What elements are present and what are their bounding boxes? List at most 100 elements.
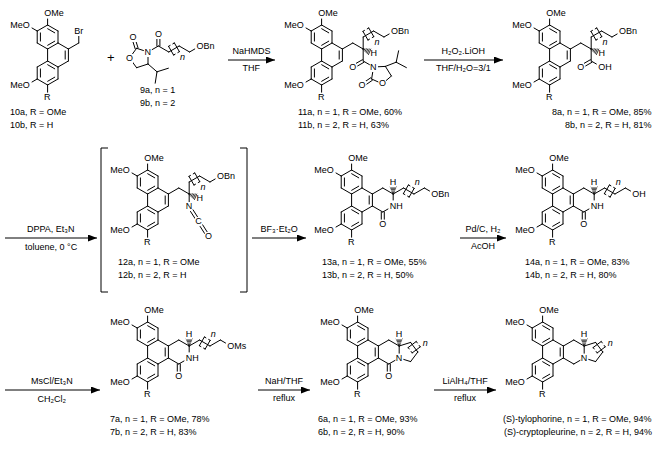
bond-line <box>147 194 148 206</box>
bond-line <box>158 212 159 224</box>
bond-line <box>567 51 568 59</box>
bond-line <box>574 360 580 364</box>
bond-line <box>174 54 176 56</box>
bond-line <box>137 376 147 382</box>
bond-line <box>369 28 374 37</box>
bond-line <box>358 62 364 66</box>
reaction-arrow <box>5 390 100 391</box>
bond-line <box>610 188 615 197</box>
bond-line <box>148 186 155 190</box>
bond-line <box>137 358 147 364</box>
atom-label: NH <box>186 354 199 363</box>
bond-line <box>48 29 55 33</box>
bond-line <box>140 330 141 338</box>
bond-line <box>132 376 137 379</box>
compound-label: 10b, R = H <box>10 121 53 130</box>
bond-line <box>189 340 199 346</box>
bond-line <box>393 194 394 200</box>
bond-line <box>137 328 138 340</box>
bond-line <box>369 196 370 204</box>
bond-line <box>537 224 542 227</box>
bond-line <box>585 212 586 219</box>
atom-label: MeO <box>505 318 525 327</box>
bond-line <box>363 37 364 49</box>
bond-line <box>573 194 574 206</box>
reagent-label: LiAlH₄/THF <box>443 377 488 386</box>
bond-line <box>321 19 322 25</box>
bond-line <box>549 85 550 92</box>
compound-label: 12b, n = 2, R = H <box>118 271 187 280</box>
bond-line <box>140 366 141 374</box>
bond-line <box>37 67 38 79</box>
bond-line <box>158 176 159 188</box>
bond-line <box>347 358 357 364</box>
bond-line <box>358 362 365 366</box>
bond-line <box>193 172 195 174</box>
bond-line <box>532 364 533 376</box>
bond-line <box>542 382 543 389</box>
bond-line <box>140 214 141 222</box>
bond-line <box>332 31 333 43</box>
bond-line <box>411 352 418 362</box>
bond-line <box>148 338 155 342</box>
bond-line <box>137 170 147 176</box>
bond-line <box>341 176 342 188</box>
compound: OMeMeOMeORNHOHOBnn13a, n = 1, R = OMe, 5… <box>310 148 456 293</box>
bond-line <box>424 188 429 191</box>
bond-line <box>412 347 420 353</box>
reagent-label: NaHMDS <box>233 47 271 56</box>
atom-label: N <box>186 202 193 211</box>
bond-line <box>65 51 66 59</box>
bond-line <box>609 184 611 186</box>
reagent-label: BF₃·Et₂O <box>261 225 298 234</box>
bond-line <box>582 341 586 342</box>
bond-line <box>552 194 553 206</box>
bond-line <box>157 68 168 72</box>
bond-line <box>68 43 78 49</box>
atom-label: O <box>205 232 212 241</box>
bond-line <box>137 340 147 346</box>
bond-line <box>408 196 410 198</box>
reagent-label: AcOH <box>471 242 495 251</box>
bond-line <box>583 343 586 344</box>
compound-label: 10a, R = OMe <box>10 108 66 117</box>
bond-line <box>549 19 550 25</box>
bond-line <box>165 196 166 204</box>
bond-line <box>560 67 561 79</box>
bond-line <box>322 77 329 81</box>
bond-line <box>604 185 609 194</box>
atom-label: OMs <box>227 342 246 351</box>
bond-line <box>539 67 540 79</box>
bond-line <box>159 39 160 46</box>
bond-line <box>58 43 68 49</box>
compound-label: 7b, n = 2, R = H, 83% <box>110 428 197 437</box>
atom-label: R <box>44 93 51 102</box>
bond-line <box>368 328 369 340</box>
bond-line <box>132 62 136 68</box>
bond-line <box>553 186 560 190</box>
bond-line <box>560 43 570 49</box>
bond-line <box>534 79 539 82</box>
bond-line <box>158 358 168 364</box>
compound: OMeMeOMeORHOBnnNCO12a, n = 1, R = OMe12b… <box>101 148 248 293</box>
compound: OMeMeOMeORNHOn6a, n = 1, R = OMe, 93%6b,… <box>314 300 430 445</box>
bond-line <box>347 322 357 328</box>
bond-line <box>553 358 563 364</box>
atom-label: OBn <box>197 42 215 51</box>
structure-bonds <box>32 19 79 92</box>
bond-line <box>389 360 395 364</box>
bond-line <box>539 79 549 85</box>
bond-line <box>560 61 570 67</box>
bond-line <box>589 359 596 361</box>
bond-line <box>352 210 359 214</box>
bond-line <box>535 366 536 374</box>
bond-line <box>543 374 550 378</box>
bond-line <box>392 191 395 192</box>
atom-label: Br <box>74 27 83 36</box>
bond-line <box>342 49 343 61</box>
bond-line <box>191 194 192 197</box>
bond-line <box>563 358 573 364</box>
bond-line <box>58 67 59 79</box>
bond-line <box>187 341 191 342</box>
bond-line <box>542 170 552 176</box>
